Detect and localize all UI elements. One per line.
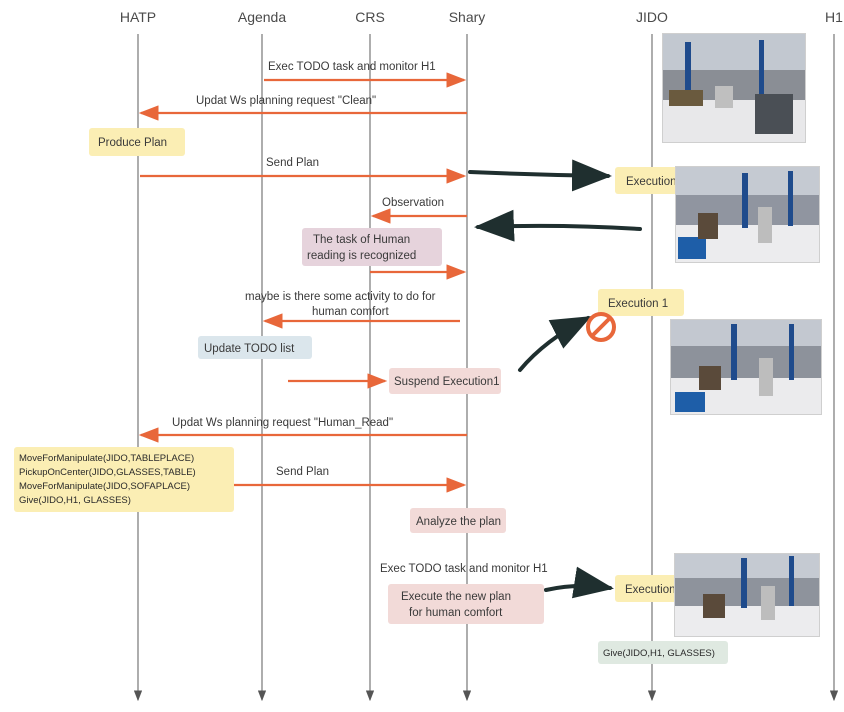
update-todo-label: Update TODO list — [204, 343, 295, 355]
analyze-label: Analyze the plan — [416, 516, 501, 528]
execution-1a-label: Execution 1 — [626, 176, 686, 188]
photo-lab-2 — [675, 166, 820, 263]
task-recognized-label-2: reading is recognized — [307, 250, 416, 262]
plan-box — [14, 447, 234, 512]
photo-lab-3 — [670, 319, 822, 415]
task-recognized-label-1: The task of Human — [313, 234, 410, 246]
msg-observation: Observation — [382, 197, 444, 209]
update-todo-box — [198, 336, 312, 359]
plan-line-4: Give(JIDO,H1, GLASSES) — [19, 495, 131, 506]
execute-new-label-1: Execute the new plan — [401, 591, 511, 603]
msg-exec-todo-2: Exec TODO task and monitor H1 — [380, 563, 548, 575]
execution-2-label: Execution 2 — [625, 584, 685, 596]
photo-lab-1 — [662, 33, 806, 143]
task-recognized-box — [302, 228, 442, 266]
produce-plan-box — [89, 128, 185, 156]
photo-lab-4 — [674, 553, 820, 637]
suspend-label: Suspend Execution1 — [394, 376, 500, 388]
msg-maybe-activity-2: human comfort — [312, 306, 390, 318]
lifeline-label-crs: CRS — [355, 9, 385, 25]
msg-update-ws-clean: Updat Ws planning request "Clean" — [196, 95, 376, 107]
dark-arrow-to-stop — [518, 316, 592, 372]
lifeline-label-agenda: Agenda — [238, 9, 286, 25]
plan-line-2: PickupOnCenter(JIDO,GLASSES,TABLE) — [19, 467, 196, 478]
stop-icon — [586, 312, 616, 342]
execute-new-label-2: for human comfort — [409, 607, 503, 619]
msg-update-ws-read: Updat Ws planning request "Human_Read" — [172, 417, 393, 429]
execution-1b-box — [598, 289, 684, 316]
lifeline-label-h1: H1 — [825, 9, 843, 25]
analyze-box — [410, 508, 506, 533]
lifeline-label-shary: Shary — [449, 9, 486, 25]
give-label: Give(JIDO,H1, GLASSES) — [603, 648, 715, 659]
msg-exec-todo-1: Exec TODO task and monitor H1 — [268, 61, 436, 73]
dark-arrow-from-execution-1 — [474, 209, 642, 242]
execute-new-box — [388, 584, 544, 624]
dark-arrow-to-execution-1 — [468, 159, 612, 192]
plan-line-1: MoveForManipulate(JIDO,TABLEPLACE) — [19, 453, 194, 464]
produce-plan-label: Produce Plan — [98, 137, 167, 149]
plan-line-3: MoveForManipulate(JIDO,SOFAPLACE) — [19, 481, 190, 492]
dark-arrow-to-execution-2 — [544, 566, 614, 599]
execution-1b-label: Execution 1 — [608, 298, 668, 310]
suspend-box — [389, 368, 501, 394]
lifeline-label-jido: JIDO — [636, 9, 668, 25]
msg-maybe-activity-1: maybe is there some activity to do for — [245, 291, 436, 303]
msg-send-plan-1: Send Plan — [266, 157, 319, 169]
lifeline-label-hatp: HATP — [120, 9, 156, 25]
msg-send-plan-2: Send Plan — [276, 466, 329, 478]
give-box — [598, 641, 728, 664]
